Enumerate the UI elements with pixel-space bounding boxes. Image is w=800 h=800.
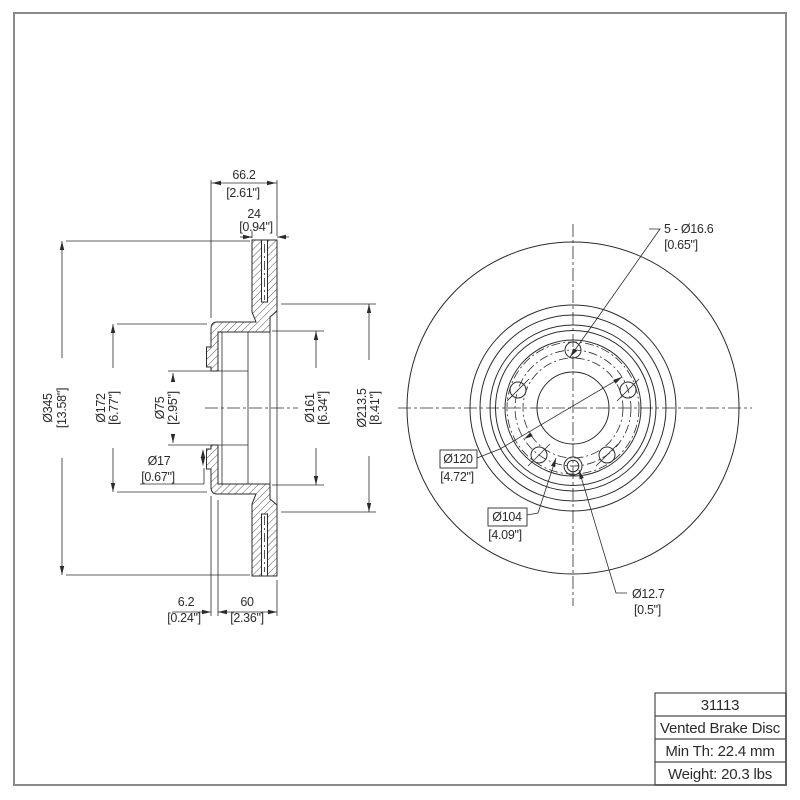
bolt-hole	[619, 381, 637, 399]
dim-disc-thickness-in: [0.94"]	[239, 220, 273, 234]
dim-small-hole-in: [0.67"]	[141, 470, 175, 484]
dim-bore-diameter: Ø75 [2.95"]	[153, 370, 212, 446]
dim-bolt-circle: Ø120 [4.72"]	[439, 376, 623, 484]
dim-inner-diameter-1: Ø161 [6.34"]	[272, 330, 330, 486]
section-dimensions: Ø345 [13.58"] Ø172 [6.77"] Ø75 [2.95"]	[41, 168, 382, 625]
dim-bore-diameter-mm: Ø75	[153, 396, 167, 419]
dim-bore-diameter-in: [2.95"]	[166, 391, 180, 425]
bolt-hole	[598, 446, 616, 464]
bolt-hole	[509, 381, 527, 399]
front-view	[398, 224, 752, 606]
dim-pin-hole-in: [0.5"]	[634, 603, 661, 617]
dim-bolt-circle-mm: Ø120	[443, 452, 473, 466]
dim-hat-depth-mm: 6.2	[178, 595, 195, 609]
dim-pin-hole-mm: Ø12.7	[632, 587, 665, 601]
dim-height-mm: 60	[240, 595, 254, 609]
dim-bolt-circle-in: [4.72"]	[440, 470, 474, 484]
dim-register-circle-in: [4.09"]	[488, 528, 522, 542]
dim-hat-depth-in: [0.24"]	[167, 611, 201, 625]
dim-inner-diameter-2-mm: Ø213.5	[355, 388, 369, 428]
drawing-border	[13, 12, 787, 786]
dim-pin-hole: Ø12.7 [0.5"]	[578, 469, 665, 617]
dim-outer-diameter-mm: Ø345	[41, 393, 55, 423]
dim-hat-diameter-mm: Ø172	[94, 393, 108, 423]
part-number: 31113	[701, 697, 740, 714]
weight: Weight: 20.3 lbs	[668, 766, 772, 783]
front-dimensions: 5 - Ø16.6 [0.65"] Ø120 [4.72"] Ø104 [4.0…	[439, 222, 714, 617]
dim-bolt-holes-in: [0.65"]	[664, 238, 698, 252]
bolt-hole	[530, 446, 548, 464]
section-top-half	[206, 239, 278, 372]
title-block: 31113 Vented Brake Disc Min Th: 22.4 mm …	[654, 692, 787, 786]
dim-outer-diameter: Ø345 [13.58"]	[41, 240, 250, 576]
dim-hat-diameter: Ø172 [6.77"]	[94, 323, 207, 493]
min-thickness: Min Th: 22.4 mm	[665, 743, 774, 760]
dim-hat-depth: 6.2 [0.24"] 60 [2.36"]	[167, 496, 278, 625]
dim-total-width-mm: 66.2	[232, 168, 255, 182]
dim-hat-diameter-in: [6.77"]	[107, 391, 121, 425]
dim-bolt-holes: 5 - Ø16.6 [0.65"]	[569, 222, 714, 358]
dim-inner-diameter-1-in: [6.34"]	[316, 391, 330, 425]
dim-register-circle-mm: Ø104	[492, 510, 522, 524]
dim-register-circle: Ø104 [4.09"]	[487, 457, 557, 542]
dim-disc-thickness: 24 [0.94"]	[239, 207, 289, 240]
dim-total-width: 66.2 [2.61"]	[210, 168, 278, 318]
dim-disc-thickness-mm: 24	[247, 207, 261, 221]
dim-inner-diameter-2-in: [8.41"]	[368, 391, 382, 425]
dim-outer-diameter-in: [13.58"]	[55, 388, 69, 428]
dim-height-in: [2.36"]	[230, 611, 264, 625]
dim-inner-diameter-2: Ø213.5 [8.41"]	[281, 303, 382, 513]
dim-total-width-in: [2.61"]	[226, 186, 260, 200]
dim-bolt-holes-mm: 5 - Ø16.6	[664, 222, 714, 236]
dim-small-hole-mm: Ø17	[148, 454, 171, 468]
section-view	[205, 239, 298, 577]
dim-inner-diameter-1-mm: Ø161	[303, 393, 317, 423]
section-bottom-half	[206, 444, 278, 577]
product-type: Vented Brake Disc	[660, 720, 781, 737]
dim-small-hole: Ø17 [0.67"]	[140, 449, 206, 485]
